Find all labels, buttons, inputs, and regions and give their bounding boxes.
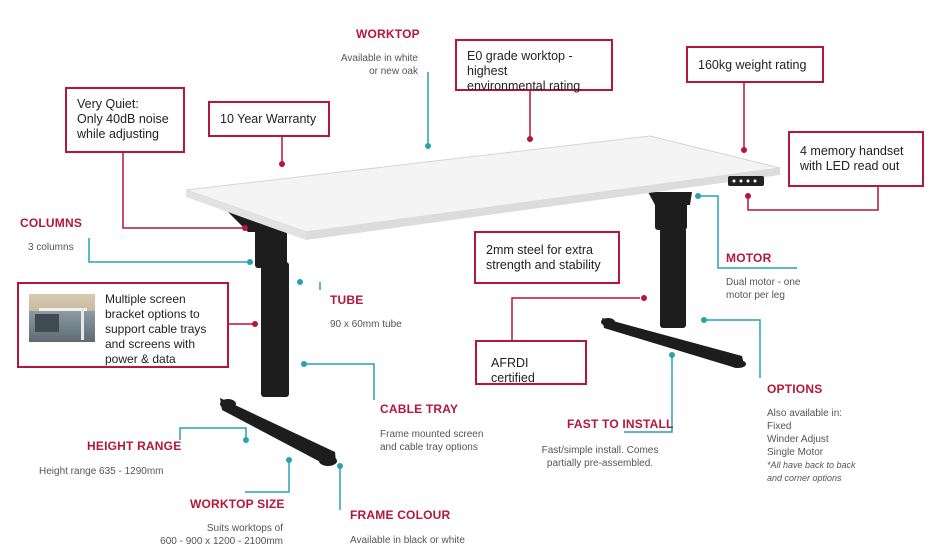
fast-install-desc-line-1: Fast/simple install. Comes — [541, 445, 659, 456]
teal-leader-lines — [88, 72, 797, 510]
teal-leader-dots — [243, 143, 707, 469]
afrdi-text: AFRDI certified — [491, 356, 535, 385]
quiet-line-2: Only 40dB noise — [77, 112, 169, 126]
worktop-title: WORKTOP — [356, 27, 420, 41]
red-leader-lines — [122, 82, 879, 340]
worktop-size-desc-line-2: 600 - 900 x 1200 - 2100mm — [160, 536, 283, 547]
height-range-title: HEIGHT RANGE — [87, 439, 182, 453]
weight-text: 160kg weight rating — [698, 58, 807, 72]
memory-callout: 4 memory handset with LED read out — [788, 131, 924, 187]
quiet-line-1: Very Quiet: — [77, 97, 139, 111]
worktop-desc: Available in white or new oak — [324, 52, 418, 78]
cable-tray-desc-line-1: Frame mounted screen — [380, 429, 484, 440]
e0-line-1: E0 grade worktop - highest — [467, 49, 573, 78]
steel-callout: 2mm steel for extra strength and stabili… — [474, 231, 620, 284]
worktop-desc-line-1: Available in white — [340, 53, 418, 64]
worktop-desc-line-2: or new oak — [369, 66, 418, 77]
right-leg — [601, 192, 746, 368]
motor-desc-line-1: Dual motor - one — [726, 277, 801, 288]
worktop-size-desc-line-1: Suits worktops of — [206, 523, 283, 534]
e0-callout: E0 grade worktop - highest environmental… — [455, 39, 613, 93]
bracket-line-2: bracket options to — [105, 307, 200, 321]
tube-desc: 90 x 60mm tube — [330, 318, 402, 331]
cable-tray-title: CABLE TRAY — [380, 402, 459, 416]
steel-line-1: 2mm steel for extra — [486, 243, 593, 257]
bracket-line-1: Multiple screen — [105, 292, 186, 306]
bracket-callout: Multiple screen bracket options to suppo… — [17, 282, 229, 368]
fast-install-title: FAST TO INSTALL — [567, 417, 674, 431]
red-leader-dots — [242, 136, 751, 327]
height-range-desc-line-1: Height range 635 - 1290mm — [39, 466, 164, 477]
options-desc-line-3: Winder Adjust — [767, 434, 829, 445]
fast-install-desc-line-2: partially pre-assembled. — [546, 458, 654, 469]
weight-callout: 160kg weight rating — [686, 46, 824, 83]
worktop-size-title: WORKTOP SIZE — [190, 497, 285, 511]
options-desc-line-2: Fixed — [767, 421, 792, 432]
options-title: OPTIONS — [767, 382, 823, 396]
bracket-text: Multiple screen bracket options to suppo… — [105, 292, 206, 367]
e0-line-2: environmental rating — [467, 79, 581, 93]
motor-desc-line-2: motor per leg — [726, 290, 785, 301]
frame-colour-title: FRAME COLOUR — [350, 508, 451, 522]
worktop-size-desc: Suits worktops of 600 - 900 x 1200 - 210… — [128, 522, 283, 548]
fast-install-desc: Fast/simple install. Comes partially pre… — [530, 444, 670, 470]
tube-title: TUBE — [330, 293, 364, 307]
motor-desc: Dual motor - one motor per leg — [726, 276, 800, 302]
warranty-callout: 10 Year Warranty — [208, 101, 330, 137]
columns-desc: 3 columns — [28, 241, 74, 254]
options-desc-line-4: Single Motor — [767, 447, 824, 458]
frame-colour-desc-line-1: Available in black or white — [350, 535, 465, 546]
cable-tray-desc-line-2: and cable tray options — [380, 442, 478, 453]
bracket-line-4: and screens with — [105, 337, 196, 351]
cable-tray-desc: Frame mounted screen and cable tray opti… — [380, 428, 483, 454]
columns-desc-line-1: 3 columns — [28, 242, 74, 253]
memory-line-1: 4 memory handset — [800, 144, 904, 158]
columns-title: COLUMNS — [20, 216, 83, 230]
tube-desc-line-1: 90 x 60mm tube — [330, 319, 402, 330]
quiet-callout: Very Quiet: Only 40dB noise while adjust… — [65, 87, 185, 153]
options-desc-line-1: Also available in: — [767, 408, 843, 419]
steel-line-2: strength and stability — [486, 258, 601, 272]
frame-colour-desc: Available in black or white — [350, 534, 465, 547]
memory-line-2: with LED read out — [800, 159, 900, 173]
motor-title: MOTOR — [726, 251, 772, 265]
screen-bracket-photo — [29, 294, 95, 342]
options-note-line-2: and corner options — [767, 473, 842, 483]
bracket-line-5: power & data — [105, 352, 176, 366]
options-note-line-1: *All have back to back — [767, 460, 856, 470]
handset-keypad-icon — [728, 176, 764, 186]
worktop-surface — [185, 135, 781, 240]
bracket-line-3: support cable trays — [105, 322, 207, 336]
afrdi-callout: AFRDI certified — [475, 340, 587, 385]
height-range-desc: Height range 635 - 1290mm — [39, 465, 164, 478]
warranty-text: 10 Year Warranty — [220, 112, 317, 126]
options-desc: Also available in: Fixed Winder Adjust S… — [767, 407, 856, 485]
quiet-line-3: while adjusting — [77, 127, 159, 141]
